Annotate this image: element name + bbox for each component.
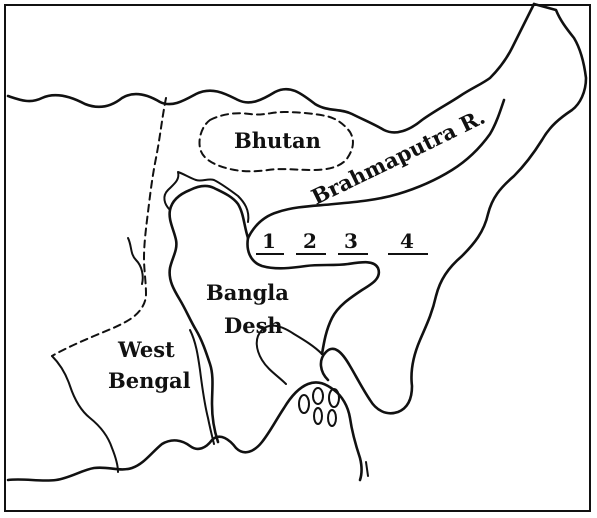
label-bangla: Bangla	[206, 280, 289, 305]
marker-2: 2	[303, 229, 317, 253]
tributary-line	[127, 237, 144, 285]
bhutan-border	[198, 110, 354, 173]
bangladesh-northwest-lobe	[163, 171, 250, 223]
northern-boundary	[6, 2, 536, 134]
marker-3: 3	[344, 229, 358, 253]
marker-4: 4	[400, 229, 414, 253]
river-lower-bank	[246, 236, 381, 356]
delta-island-4	[313, 407, 323, 425]
label-desh: Desh	[224, 313, 283, 338]
label-bengal: Bengal	[108, 368, 191, 393]
coast-tick	[365, 461, 369, 477]
western-dashed-boundary	[51, 97, 167, 357]
bangladesh-west-border	[168, 184, 250, 444]
west-bengal-coast-detail	[51, 355, 119, 473]
delta-island-3	[328, 388, 340, 408]
bangladesh-east-border	[255, 324, 323, 385]
delta-island-2	[312, 387, 324, 405]
west-bengal-inner-border	[189, 329, 215, 445]
southern-coastline	[6, 381, 363, 482]
label-bhutan: Bhutan	[234, 128, 321, 153]
delta-island-1	[298, 394, 310, 414]
map-frame	[4, 4, 591, 512]
delta-island-5	[327, 409, 337, 427]
marker-1: 1	[262, 229, 276, 253]
eastern-boundary	[319, 2, 588, 415]
label-west: West	[117, 337, 175, 362]
river-upper-bank	[246, 98, 506, 240]
